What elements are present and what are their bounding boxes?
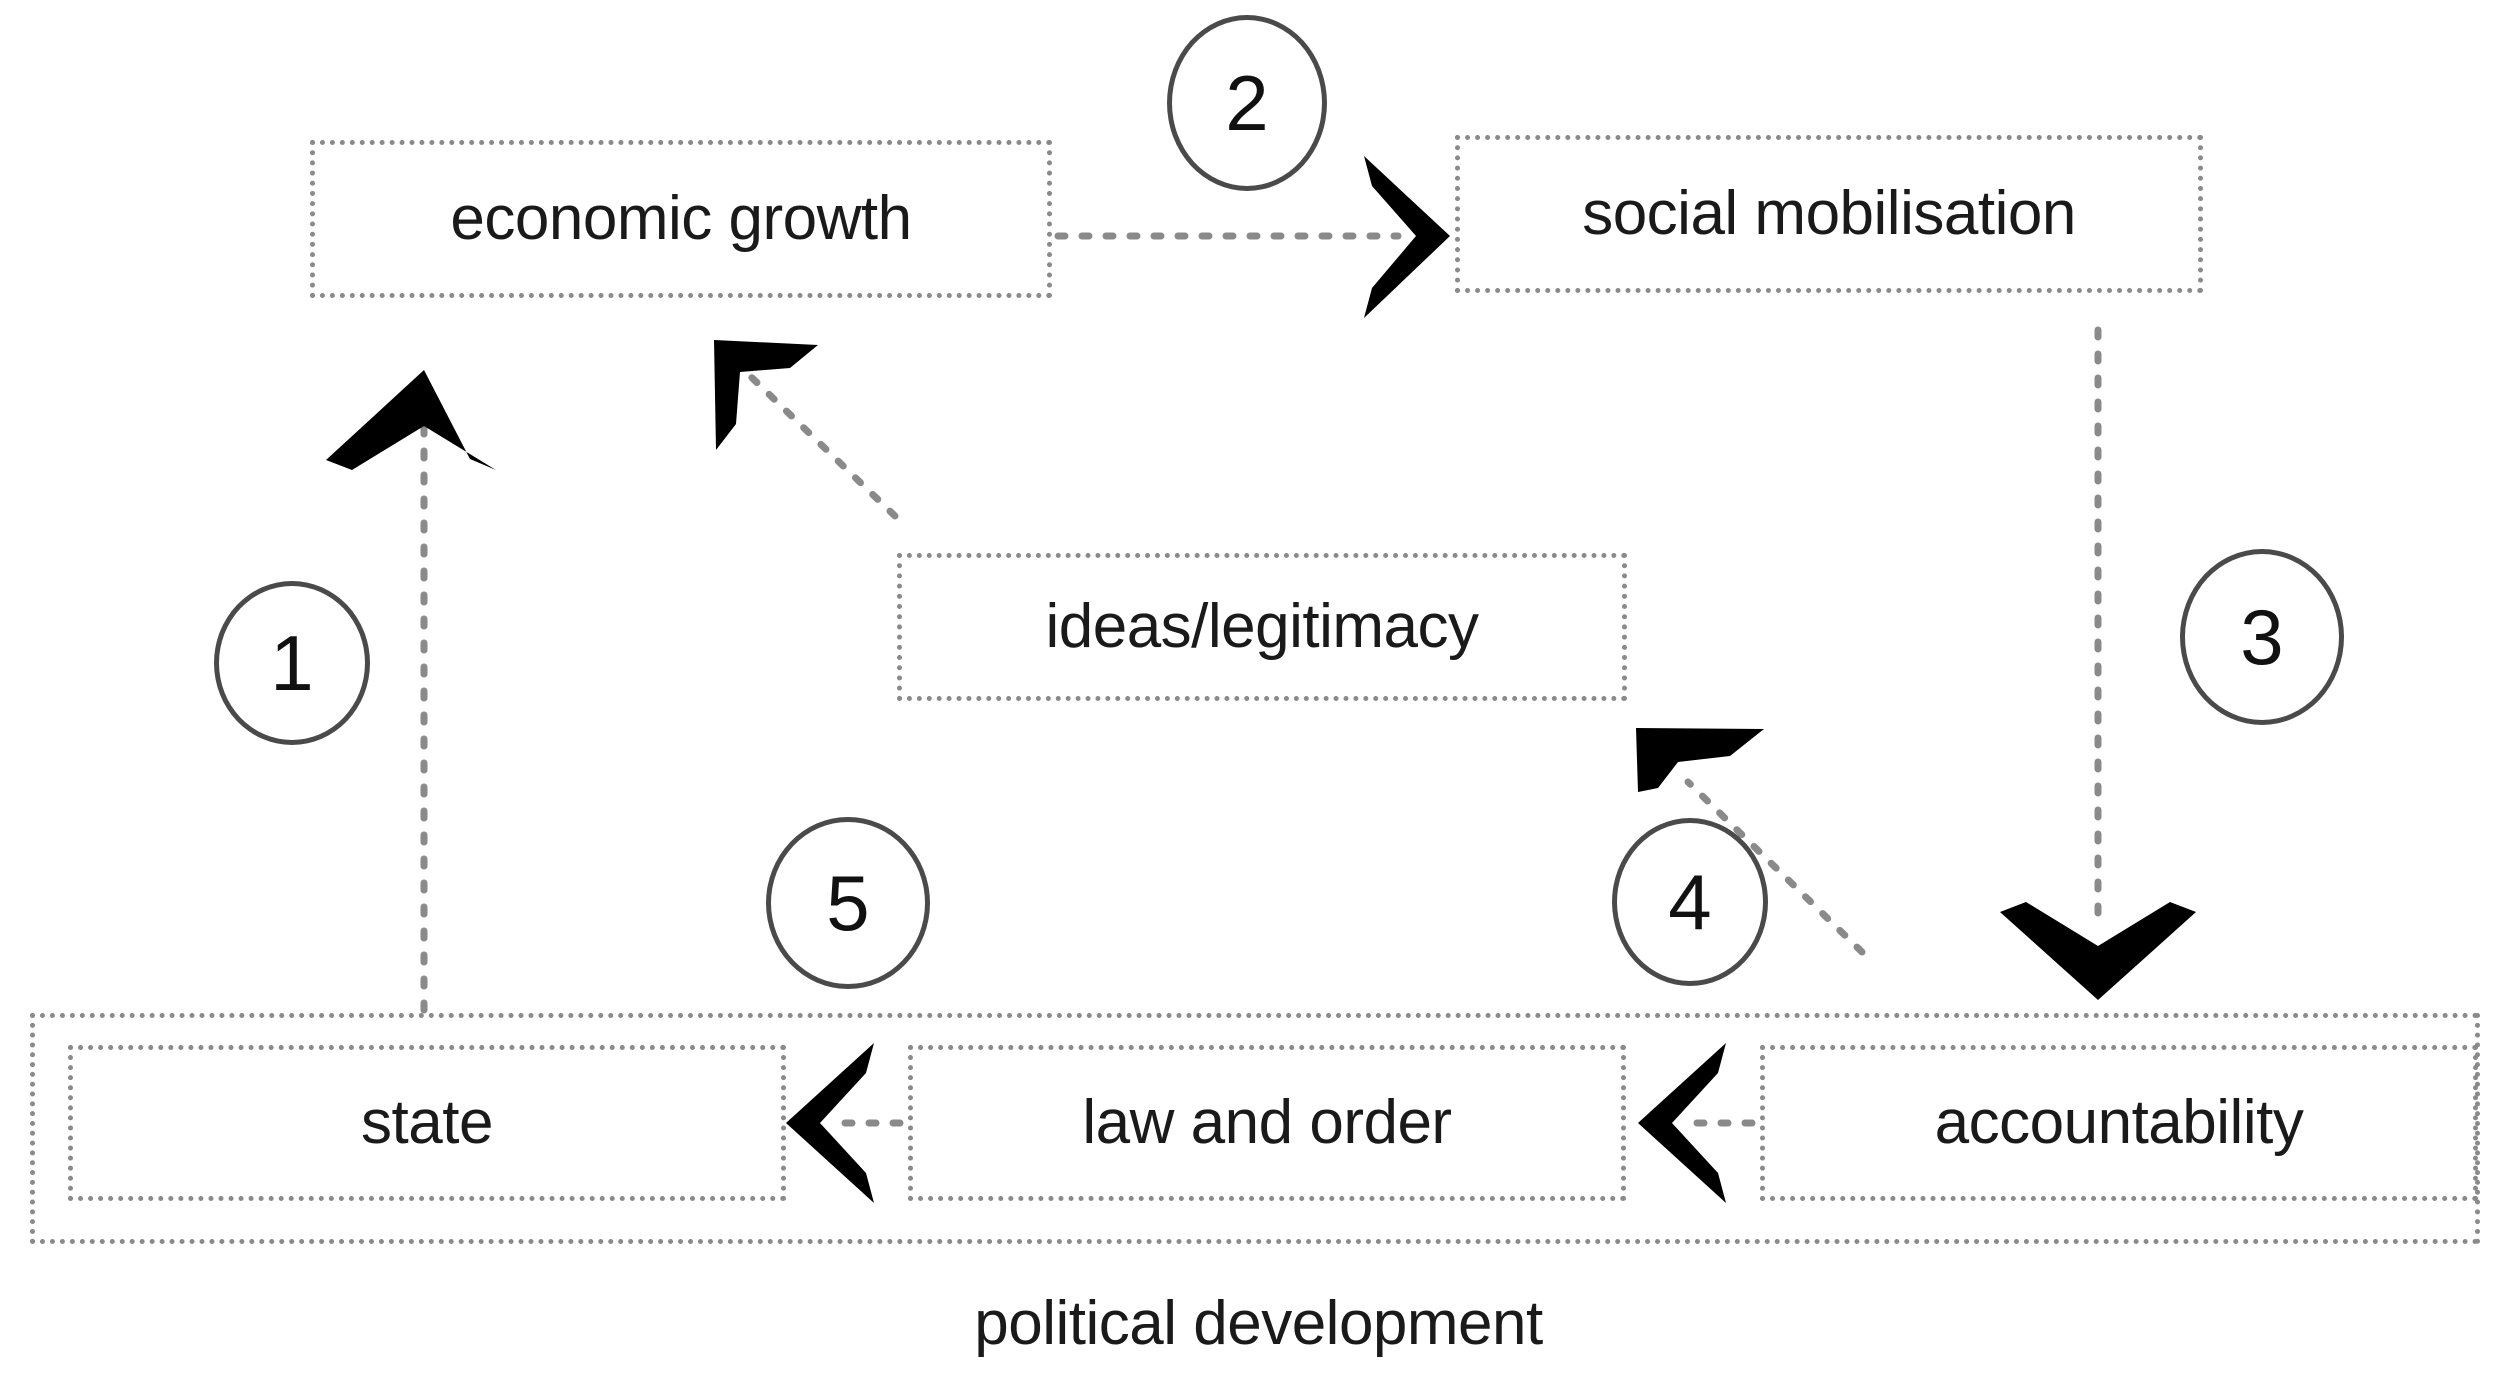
step-marker-5-label: 5 — [826, 859, 870, 947]
step-marker-5: 5 — [766, 817, 930, 989]
node-label-state: state — [361, 1088, 493, 1157]
arrowhead-down-icon — [2000, 902, 2196, 1000]
node-economic-growth[interactable]: economic growth — [310, 140, 1052, 298]
node-law-and-order[interactable]: law and order — [908, 1045, 1626, 1201]
step-marker-3-label: 3 — [2240, 593, 2284, 681]
step-marker-4: 4 — [1612, 818, 1768, 986]
node-label-economic-growth: economic growth — [450, 184, 912, 253]
edge-ideas-to-economic-growth — [714, 340, 899, 520]
node-state[interactable]: state — [68, 1045, 786, 1201]
step-marker-2: 2 — [1167, 15, 1327, 191]
arrowhead-upleft-icon — [714, 340, 818, 450]
step-marker-4-label: 4 — [1668, 858, 1712, 946]
step-marker-1-label: 1 — [270, 619, 314, 707]
edge-social-to-accountability — [2000, 326, 2196, 1000]
node-accountability[interactable]: accountability — [1760, 1045, 2478, 1201]
node-ideas-legitimacy[interactable]: ideas/legitimacy — [897, 553, 1627, 701]
arrowhead-right-icon — [1364, 156, 1450, 318]
node-label-law-and-order: law and order — [1082, 1088, 1452, 1157]
arrowhead-up-icon — [326, 370, 496, 470]
step-marker-1: 1 — [214, 581, 370, 745]
arrowhead-upleft-icon — [1636, 728, 1764, 792]
node-label-social-mobilisation: social mobilisation — [1582, 179, 2076, 248]
group-caption-political-development: political development — [974, 1289, 1543, 1358]
node-social-mobilisation[interactable]: social mobilisation — [1455, 135, 2203, 293]
step-marker-2-label: 2 — [1225, 59, 1269, 147]
node-label-accountability: accountability — [1934, 1088, 2304, 1157]
node-label-ideas-legitimacy: ideas/legitimacy — [1045, 592, 1479, 661]
step-marker-3: 3 — [2180, 549, 2344, 725]
